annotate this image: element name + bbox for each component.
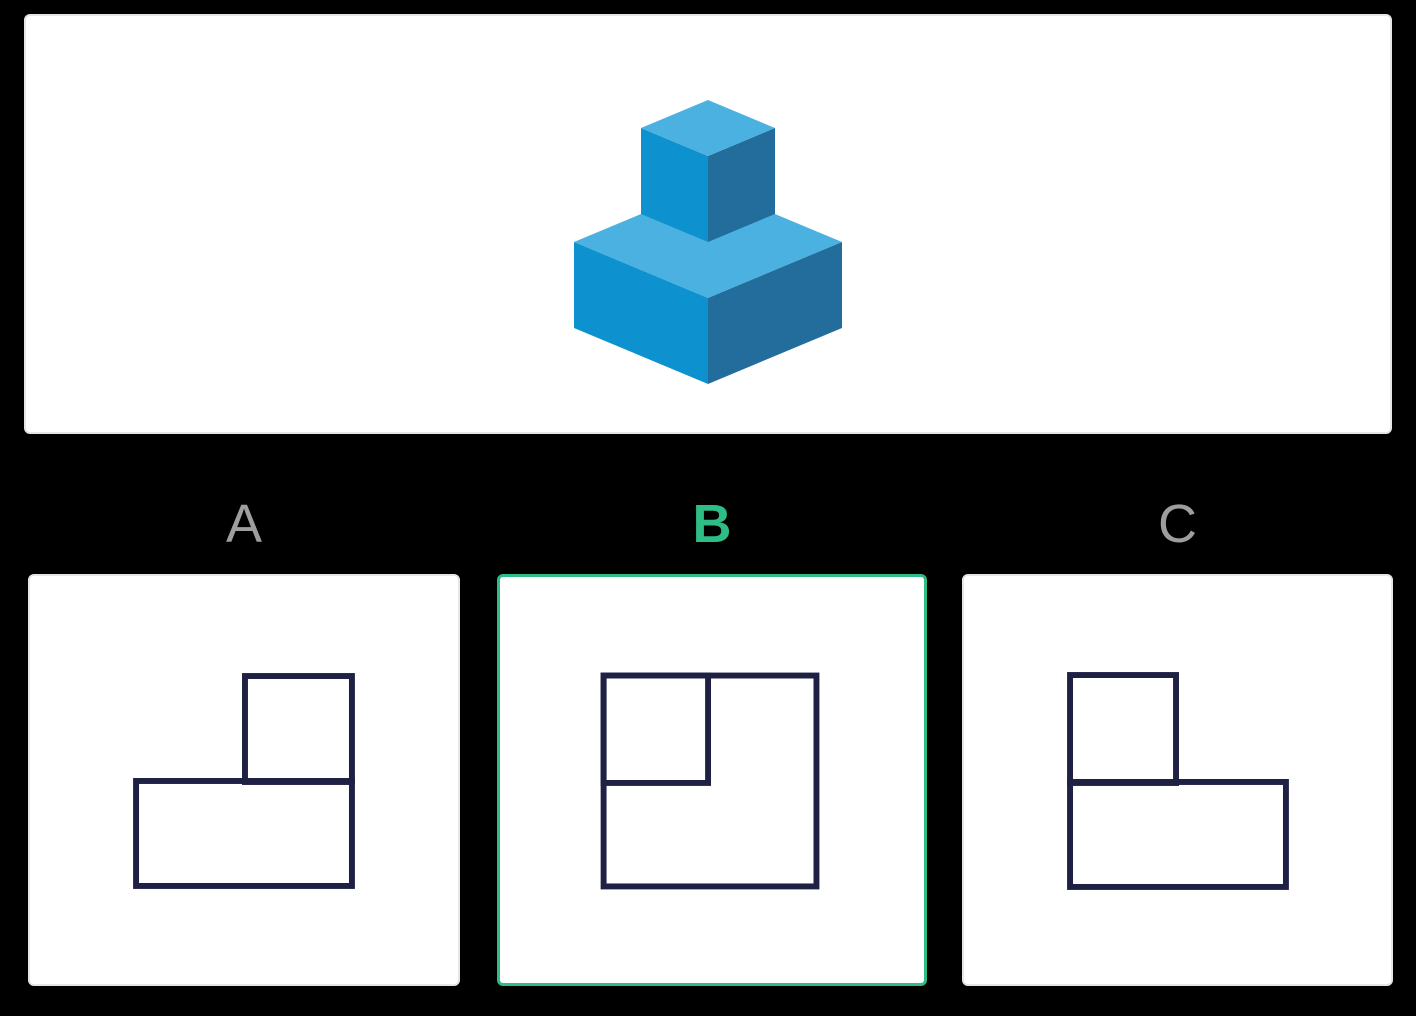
option-b-label: B [692,494,732,554]
outline-rect [1067,672,1179,786]
cube-top-face [641,100,775,156]
question-figure-card [24,14,1392,434]
outline-rect [133,778,355,889]
option-b-card[interactable] [497,574,927,986]
option-a-label: A [225,494,263,554]
outline-rect [600,672,712,786]
option-c-card[interactable] [962,574,1393,986]
base-front-left-face [574,242,708,384]
outline-rect [242,673,355,785]
option-c-label: C [1158,494,1197,554]
option-c-shape [1067,672,1289,890]
option-b-shape [600,672,820,890]
option-a-card[interactable] [28,574,460,986]
stacked-blocks-figure [574,100,842,384]
option-a-shape [133,673,355,889]
cube-front-left-face [641,128,708,242]
base-front-right-face [708,242,842,384]
outline-rect [1067,779,1289,890]
cube-front-right-face [708,128,775,242]
